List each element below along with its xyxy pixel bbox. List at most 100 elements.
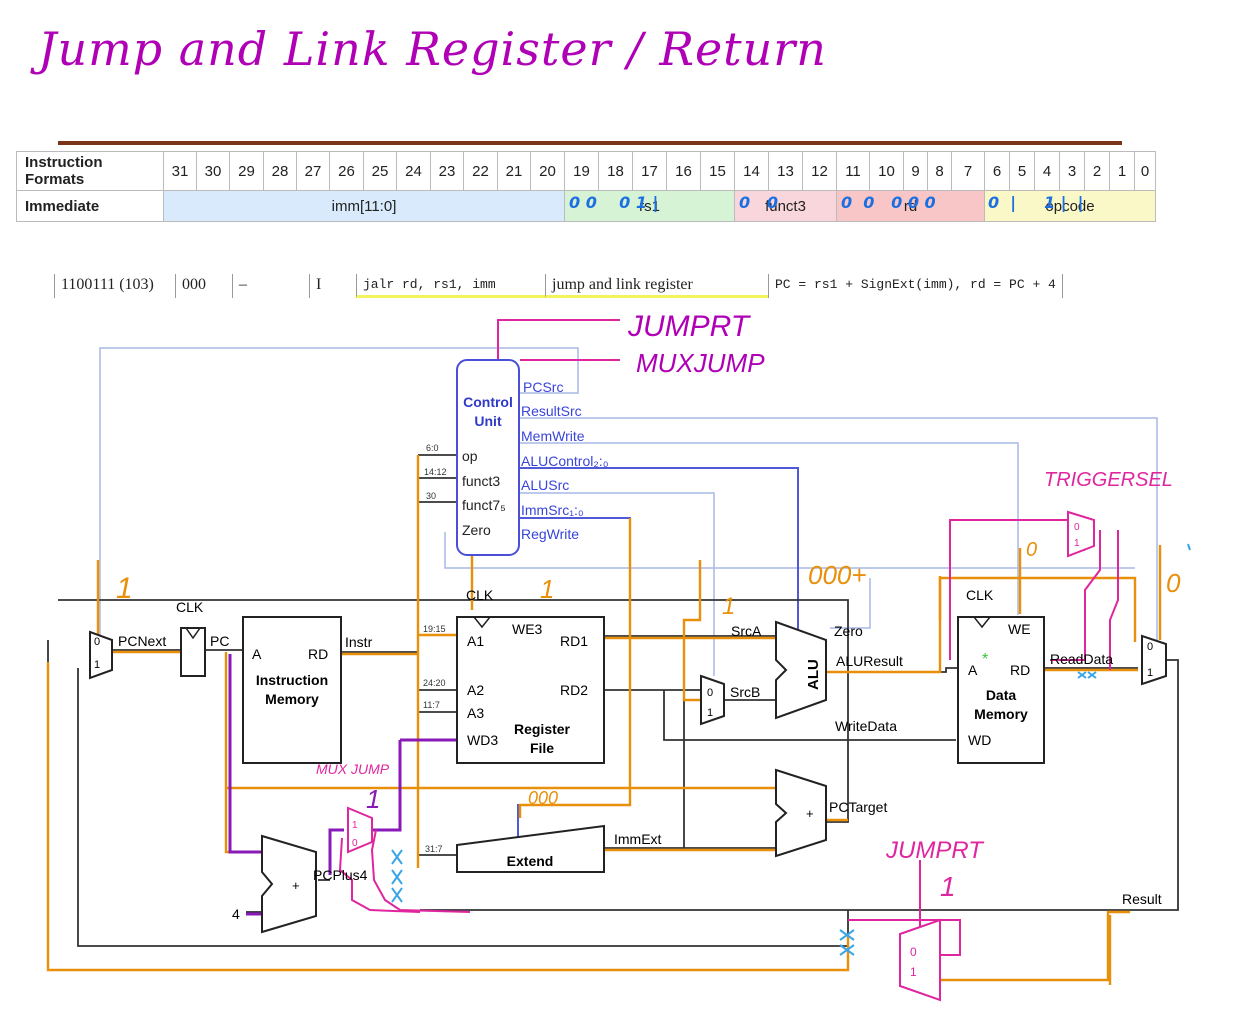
bit-label: 8 xyxy=(935,162,944,180)
field-rs1-label: rs1 xyxy=(639,197,660,215)
dm-port-a: A xyxy=(968,662,978,678)
ctrl-input-zero: Zero xyxy=(462,522,491,538)
instruction-memory: A RD Instruction Memory xyxy=(242,616,342,764)
bit-label: 26 xyxy=(338,162,355,180)
bit-cell: 29 xyxy=(229,151,264,191)
bit-label: 6 xyxy=(992,162,1002,180)
instr-description: jump and link register xyxy=(545,274,768,298)
alu: ALU xyxy=(775,620,827,720)
bit-range-labels: 6:0 14:12 30 19:15 24:20 11:7 31:7 xyxy=(423,443,447,854)
field-funct3-label: funct3 xyxy=(765,197,806,215)
readdata-label: ReadData xyxy=(1050,651,1113,667)
bit-label: 3 xyxy=(1067,162,1077,180)
alusrc-value: 1 xyxy=(722,593,735,620)
dm-port-rd: RD xyxy=(1010,662,1030,678)
triggersel-mux-handdrawn: 0 1 xyxy=(1067,510,1095,558)
bit-label: 11 xyxy=(845,162,861,180)
dm-title-2: Memory xyxy=(974,706,1028,722)
alu-label: ALU xyxy=(805,659,822,690)
jumprt-bottom-label: JUMPRT xyxy=(885,837,985,864)
rs1-handwritten-bits: 0 0 0 1 | xyxy=(569,193,659,212)
pctarget-plus: + xyxy=(806,806,814,821)
pcnext-label: PCNext xyxy=(118,633,166,649)
handwritten-labels: JUMPRT MUXJUMP TRIGGERSEL MUX JUMP JUMPR… xyxy=(116,310,1181,902)
bit-cell: 12 xyxy=(802,151,837,191)
bit-cell: 31 xyxy=(163,151,197,191)
regwrite-value: 1 xyxy=(540,574,554,604)
rf-port-rd1: RD1 xyxy=(560,633,588,649)
bit-cell: 6 xyxy=(984,151,1010,191)
immsrc-value: 000 xyxy=(528,788,558,808)
blue-x-marks xyxy=(391,543,1191,956)
muxjump-left-label: MUX JUMP xyxy=(316,761,390,777)
bits-31-7: 31:7 xyxy=(425,844,443,854)
result-mux-1: 1 xyxy=(1147,667,1153,679)
ctrl-output-pcsrc: PCSrc xyxy=(523,379,563,395)
instr-label: Instr xyxy=(345,634,373,650)
bit-cell: 20 xyxy=(530,151,565,191)
bit-label: 1 xyxy=(1117,162,1127,180)
funct3-handwritten-bits: 0 0 xyxy=(739,193,778,212)
bit-label: 5 xyxy=(1017,162,1027,180)
bit-label: 21 xyxy=(505,162,523,180)
bit-label: 20 xyxy=(539,162,556,180)
format-header-label-1: Instruction xyxy=(25,154,103,171)
muxjump-top-label: MUXJUMP xyxy=(636,348,765,378)
instr-funct7: – xyxy=(232,274,309,298)
triggersel-zero: 0 xyxy=(1026,539,1037,561)
alucontrol-value: 000+ xyxy=(808,560,867,590)
bit-label: 7 xyxy=(963,162,973,180)
muxjump-select-value: 1 xyxy=(366,784,380,814)
bits-6-0: 6:0 xyxy=(426,443,439,453)
rf-clk-label: CLK xyxy=(466,587,494,603)
rf-port-wd3: WD3 xyxy=(467,732,498,748)
triggersel-mux-1: 1 xyxy=(1074,538,1080,549)
ctrl-input-funct3: funct3 xyxy=(462,473,500,489)
bit-label: 27 xyxy=(304,162,322,180)
mux-jump-1: 1 xyxy=(352,820,358,831)
zero-label: Zero xyxy=(834,623,863,639)
field-rd: rd 0 0 0 0 0 xyxy=(836,190,985,222)
bit-label: 23 xyxy=(438,162,456,180)
pc-mux-0: 0 xyxy=(94,636,100,648)
pctarget-label: PCTarget xyxy=(829,799,887,815)
bits-11-7: 11:7 xyxy=(423,700,440,710)
ctrl-output-memwrite: MemWrite xyxy=(521,428,585,444)
row-label-immediate: Immediate xyxy=(16,190,164,222)
result-mux-0: 0 xyxy=(1147,641,1153,653)
register-file: CLK A1 A2 A3 WD3 WE3 RD1 RD2 Register Fi… xyxy=(456,587,605,764)
pcplus4-label: PCPlus4 xyxy=(313,867,368,883)
bit-cell: 18 xyxy=(598,151,633,191)
writedata-label: WriteData xyxy=(835,718,897,734)
data-memory: CLK WE A RD WD Data Memory * xyxy=(957,587,1045,764)
control-inputs: op funct3 funct7₅ Zero xyxy=(462,448,506,538)
jumprt-top-label: JUMPRT xyxy=(627,310,752,343)
ctrl-output-immsrc: ImmSrc₁:₀ xyxy=(521,502,584,518)
ctrl-input-funct7: funct7₅ xyxy=(462,497,506,513)
instr-opcode: 1100111 (103) xyxy=(54,274,175,298)
rf-port-a2: A2 xyxy=(467,682,484,698)
field-opcode-label: opcode xyxy=(1045,197,1095,215)
immext-label: ImmExt xyxy=(614,831,662,847)
bit-cell: 16 xyxy=(666,151,701,191)
bit-label: 22 xyxy=(472,162,489,180)
jumprt-select-value: 1 xyxy=(940,871,956,902)
bit-cell: 15 xyxy=(700,151,735,191)
imem-rd-port: RD xyxy=(308,646,328,662)
triggersel-label: TRIGGERSEL xyxy=(1044,469,1173,491)
bit-cell: 28 xyxy=(263,151,297,191)
bit-cell: 24 xyxy=(396,151,431,191)
pcplus4-adder: + xyxy=(261,834,317,934)
bits-14-12: 14:12 xyxy=(424,467,447,477)
bit-label: 16 xyxy=(675,162,692,180)
rf-port-a1: A1 xyxy=(467,633,484,649)
result-label: Result xyxy=(1122,891,1162,907)
bit-label: 12 xyxy=(811,162,828,180)
pc-register: CLK xyxy=(176,599,206,677)
instruction-format-table: Instruction Formats 31 30 29 28 27 26 25… xyxy=(16,151,1156,222)
bit-cell: 1 xyxy=(1109,151,1135,191)
rf-port-a3: A3 xyxy=(467,705,484,721)
bits-30: 30 xyxy=(426,491,436,501)
